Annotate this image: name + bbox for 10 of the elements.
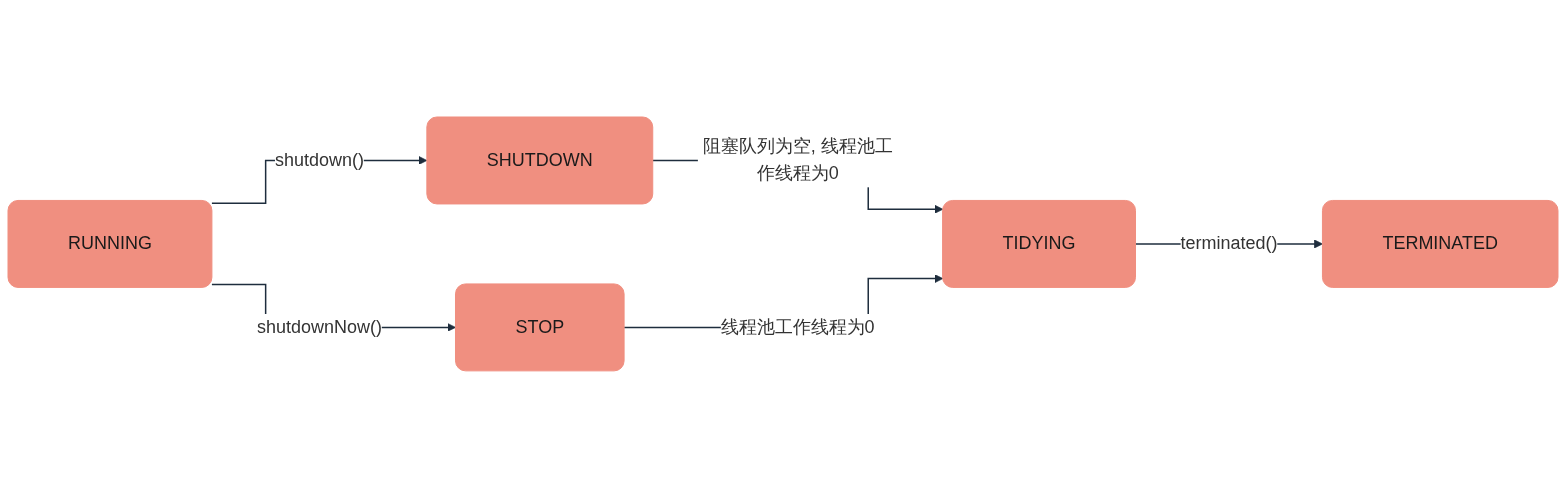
node-box: SHUTDOWN <box>426 116 654 205</box>
node-box: STOP <box>455 283 625 372</box>
node-box: RUNNING <box>7 200 213 288</box>
edge-label: shutdownNow() <box>256 316 382 337</box>
edge-label: 线程池工作线程为0 <box>720 316 875 337</box>
node-box: TIDYING <box>942 200 1136 288</box>
edge-label: terminated() <box>1180 233 1278 254</box>
node-box: TERMINATED <box>1321 200 1559 288</box>
edge-label: shutdown() <box>274 150 364 171</box>
edge-label: 阻塞队列为空, 线程池工作线程为0 <box>702 136 893 184</box>
